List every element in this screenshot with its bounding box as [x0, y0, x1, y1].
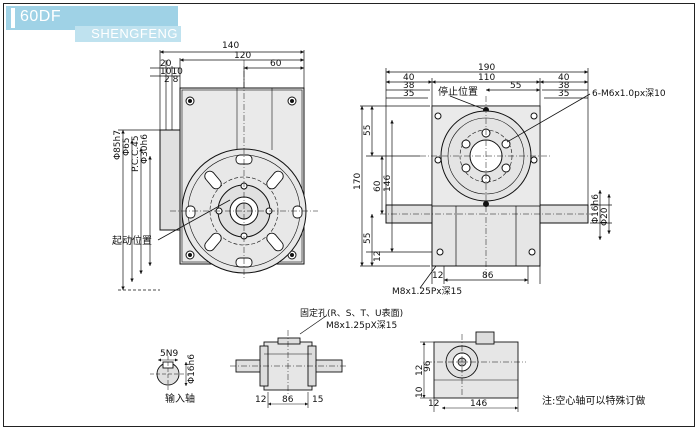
right-dimensions: [360, 68, 612, 284]
right-vertical-texts: 170 55 60 146 55 12 Φ16h6 Φ20: [353, 125, 610, 262]
dim-left-38: 38: [403, 81, 415, 91]
shaft-dia-20: Φ20: [600, 207, 610, 226]
side-dim-96: 96: [423, 360, 433, 372]
dim-60: 60: [373, 180, 383, 192]
left-view: [157, 60, 318, 280]
dim-146: 146: [383, 175, 393, 192]
left-flange: [159, 129, 181, 231]
dim-20: 20: [160, 59, 172, 69]
hollow-shaft-note: 注:空心轴可以特殊订做: [542, 394, 645, 407]
banner-bar: [11, 8, 15, 28]
dia-85h7: Φ85h7: [113, 130, 123, 160]
dim-140: 140: [222, 41, 239, 51]
dim-190: 190: [478, 63, 495, 73]
input-shaft-detail: [150, 356, 188, 392]
dim-170: 170: [353, 173, 363, 190]
bottom-front-view: [230, 315, 348, 408]
dim-110: 110: [478, 73, 495, 83]
left-dimensions: [118, 50, 305, 291]
dim-bottom-12: 12: [432, 271, 443, 281]
stop-position-label: 停止位置: [438, 85, 478, 98]
left-dim-texts: 140 120 60 20 1010 2 8: [160, 41, 282, 85]
side-dim-10: 10: [415, 386, 425, 398]
shaft-16h6: Φ16h6: [187, 354, 197, 384]
dim-h55-bottom: 55: [363, 233, 373, 244]
right-dim-texts: 190 110 40 38 35 40 38 35 55 停止位置 6-M6x1…: [403, 63, 666, 99]
dia-30h6: Φ30h6: [140, 134, 150, 164]
front-dim-12: 12: [255, 395, 266, 405]
brand-banner: SHENGFENG: [75, 26, 181, 42]
right-view: [380, 93, 600, 289]
dim-60: 60: [270, 59, 282, 69]
dim-2-8: 2 8: [164, 75, 179, 85]
input-shaft-label: 输入轴: [165, 392, 195, 405]
bottom-thread-note: M8x1.25Px深15: [392, 286, 462, 297]
side-dim-bottom-12: 12: [428, 399, 439, 409]
side-dim-texts: 12 96 10 12 146: [415, 360, 487, 409]
thread-note: 6-M6x1.0px深10: [592, 88, 666, 99]
front-dim-86: 86: [282, 395, 294, 405]
shaft-dia-16h6: Φ16h6: [591, 194, 601, 224]
dim-120: 120: [234, 51, 251, 61]
dia-65: Φ65: [122, 137, 132, 156]
dim-right-35: 35: [558, 89, 569, 99]
start-position-label: 起动位置: [112, 234, 152, 247]
key-5n9: 5N9: [160, 349, 178, 359]
dim-bottom-86: 86: [482, 271, 494, 281]
side-dim-12: 12: [415, 365, 425, 376]
side-dim-146: 146: [470, 399, 487, 409]
dim-left-35: 35: [403, 89, 414, 99]
fixing-holes-label: 固定孔(R、S、T、U表面): [300, 307, 403, 319]
bottom-side-view: [420, 331, 526, 412]
dim-left-40: 40: [403, 73, 415, 83]
fixing-thread: M8x1.25pX深15: [326, 320, 397, 331]
brand-title: SHENGFENG: [91, 26, 178, 41]
dim-h55-top: 55: [363, 125, 373, 136]
dim-top-55: 55: [510, 81, 521, 91]
dim-1010: 1010: [160, 67, 183, 77]
drawing-frame: [3, 3, 695, 427]
model-title: 60DF: [20, 8, 62, 25]
left-diameter-texts: Φ85h7 Φ65 P.C.C.45 Φ30h6: [113, 130, 150, 172]
dim-h12: 12: [373, 251, 383, 262]
front-dim-15: 15: [312, 395, 323, 405]
dim-right-40: 40: [558, 73, 570, 83]
dia-pcd: P.C.C.45: [131, 135, 141, 172]
dim-right-38: 38: [558, 81, 570, 91]
right-bottom-texts: 12 86 M8x1.25Px深15: [392, 271, 494, 297]
